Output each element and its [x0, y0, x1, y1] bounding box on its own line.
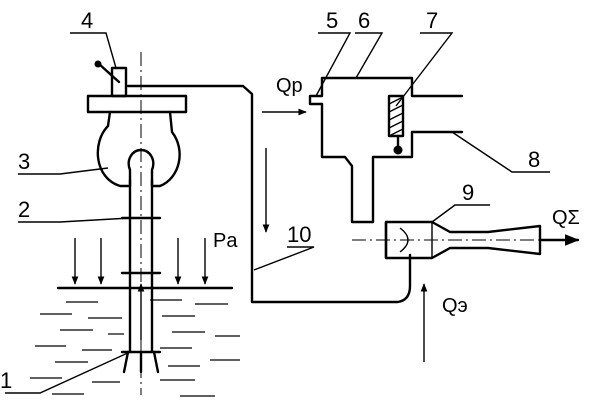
water-jet-ejector	[352, 220, 580, 260]
pump-top-valve	[94, 60, 128, 98]
centrifugal-pump	[86, 94, 188, 188]
label-pa: Pa	[213, 230, 238, 252]
vacuum-chamber	[308, 76, 464, 224]
label-qe: Qэ	[442, 295, 468, 317]
float-valve	[387, 94, 405, 155]
callout-3: 3	[18, 149, 30, 174]
callout-2: 2	[18, 197, 30, 222]
pressure-pipe	[126, 84, 412, 304]
callout-10: 10	[287, 222, 311, 247]
callout-1: 1	[0, 368, 12, 393]
water-hatching	[30, 299, 240, 397]
callout-7: 7	[426, 8, 438, 33]
label-qsum: QΣ	[552, 207, 580, 229]
callout-8: 8	[528, 147, 540, 172]
callout-5: 5	[326, 8, 338, 33]
label-qp: Qp	[276, 75, 303, 97]
callout-6: 6	[358, 8, 370, 33]
atmospheric-pressure-arrows	[71, 238, 209, 285]
callout-9: 9	[462, 180, 474, 205]
callout-4: 4	[81, 8, 93, 33]
callout-leader-lines	[5, 32, 550, 394]
water-reservoir	[30, 286, 240, 397]
valve-handle-knob	[94, 60, 102, 68]
